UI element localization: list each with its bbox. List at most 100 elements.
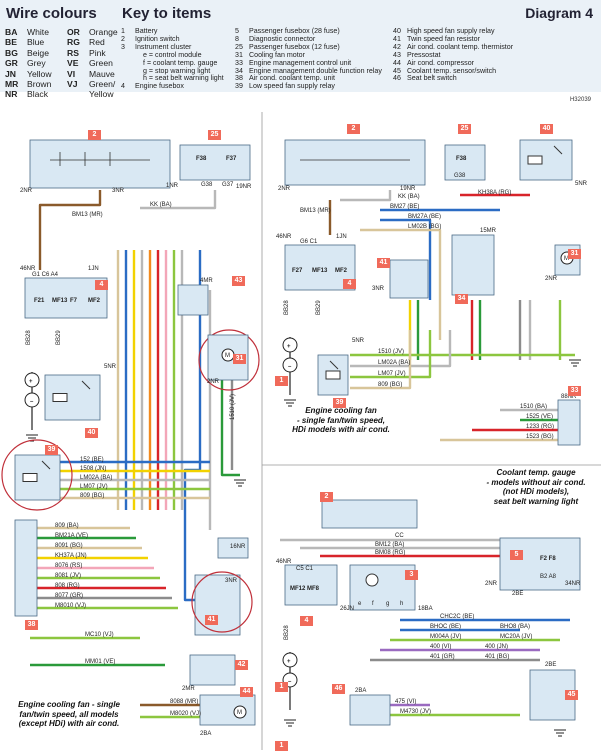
engine-fusebox-bottom <box>284 564 338 606</box>
wire-label: M8010 (VJ) <box>55 603 86 609</box>
wire-label: BB29 <box>316 300 322 315</box>
wire-label: 18BA <box>418 606 433 612</box>
wire-label: 2BA <box>355 688 366 694</box>
item-badge: 1 <box>275 682 288 692</box>
cluster-letter: f <box>372 601 374 607</box>
item-badge: 43 <box>232 276 245 286</box>
wire-colour-code2: VJ <box>67 79 78 90</box>
wire-label: 8076 (RS) <box>55 563 82 569</box>
pin-label: C5 C1 <box>296 566 314 572</box>
wire-colour-name: Yellow <box>27 68 52 79</box>
relay-switch-icon <box>41 460 51 470</box>
wire-colour-code2: OR <box>67 27 80 37</box>
wire-label: M8020 (VJ) <box>170 711 201 717</box>
caption-line: Engine cooling fan <box>305 406 377 415</box>
key-item-text: h = seat belt warning light <box>143 74 224 83</box>
wire-label: BM13 (MR) <box>300 208 331 214</box>
relay-switch-icon <box>329 360 339 370</box>
pin-label: B2 A8 <box>540 574 557 580</box>
item-badge: 46 <box>332 684 345 694</box>
key-item: e = control module <box>121 51 224 60</box>
key-item-text: g = stop warning light <box>143 66 211 75</box>
wire-label: 3NR <box>225 578 238 584</box>
wire-label: M4730 (JV) <box>400 709 431 715</box>
battery-plus-terminal <box>282 652 298 668</box>
passenger-fusebox-25-right <box>444 144 486 181</box>
wire-colour-code: GR <box>5 58 18 69</box>
compressor-44 <box>199 694 256 726</box>
wire-colour-name: White <box>27 27 49 37</box>
relay-coil-icon <box>22 473 38 482</box>
key-item-text: f = coolant temp. gauge <box>143 58 218 67</box>
item-badge: 40 <box>540 124 553 134</box>
thermistor-42 <box>189 654 236 686</box>
key-item-number: 3 <box>121 42 125 51</box>
key-item-number: 38 <box>235 74 243 83</box>
motor-letter: M <box>564 256 569 262</box>
key-item-number: 46 <box>393 74 401 83</box>
item-badge: 41 <box>205 615 218 625</box>
wire-label: 2BA <box>200 731 211 737</box>
wire-label: BM08 (RG) <box>375 550 405 556</box>
item-badge: 25 <box>458 124 471 134</box>
wire-colour-name: Black <box>27 89 49 100</box>
wire-label: 26JN <box>340 606 354 612</box>
wire-label: BM12 (BA) <box>375 542 404 548</box>
components-layer: +–MM+–M+– <box>1 139 581 726</box>
wire-colour-code2: RG <box>67 37 80 48</box>
passenger-fusebox-25 <box>179 144 251 181</box>
wire-label: 1JN <box>336 234 347 240</box>
item-badge: 4 <box>300 616 313 626</box>
wire-colour-name2: Orange <box>89 27 118 37</box>
key-item: h = seat belt warning light <box>121 75 224 83</box>
key-item-number: 4 <box>121 82 125 91</box>
wire-label: 1233 (RG) <box>526 424 554 430</box>
key-item: g = stop warning light <box>121 66 224 76</box>
wire-label: 19NR <box>400 186 416 192</box>
item-badge: 41 <box>377 258 390 268</box>
item-badge: 33 <box>568 386 581 396</box>
item-badge: 5 <box>510 550 523 560</box>
wire-label: 1523 (BG) <box>526 434 554 440</box>
wire-colour-name: Blue <box>27 37 45 48</box>
wire-label: 809 (BA) <box>55 523 79 529</box>
pin-label: G37 <box>222 182 234 188</box>
engine-fusebox-left <box>24 277 108 319</box>
relay-34 <box>451 234 495 296</box>
coolant-gauge-icon <box>365 573 379 587</box>
minus-sign: – <box>30 399 34 405</box>
ignition-switch-bottom <box>321 499 418 529</box>
wire-colour-name2: Green/ <box>89 79 116 90</box>
cluster-letter: h <box>400 601 403 607</box>
wire-label: 15MR <box>480 228 497 234</box>
wire-label: 401 (GR) <box>430 654 455 660</box>
fuse-label: MF12 MF8 <box>290 586 320 592</box>
fuse-label: F2 F8 <box>540 556 556 562</box>
wire-label: 2NR <box>20 188 33 194</box>
wire-lm02b <box>360 228 442 340</box>
fuse-label: F21 <box>34 298 45 304</box>
item-badge: 3 <box>405 570 418 580</box>
caption-line: (except HDi) with air cond. <box>18 719 120 728</box>
wire-label: BM27 (BE) <box>390 204 419 210</box>
ground-symbol <box>569 359 581 367</box>
key-item-text: High speed fan supply relay <box>407 27 495 35</box>
item-badge: 38 <box>25 620 38 630</box>
key-item-number: 39 <box>235 82 243 91</box>
diag-connector-8 <box>217 537 249 559</box>
key-item-number: 2 <box>121 34 125 43</box>
relay-coil-icon <box>52 393 68 402</box>
caption-line: fan/twin speed, all models <box>19 709 119 719</box>
wire-colours-title: Wire colours <box>6 5 97 22</box>
wire-label: 46NR <box>276 559 292 565</box>
wire-label: LM02A (BA) <box>80 475 112 481</box>
wire-label: 809 (BG) <box>80 493 104 499</box>
key-item-text: Twin speed fan resistor <box>407 34 480 43</box>
